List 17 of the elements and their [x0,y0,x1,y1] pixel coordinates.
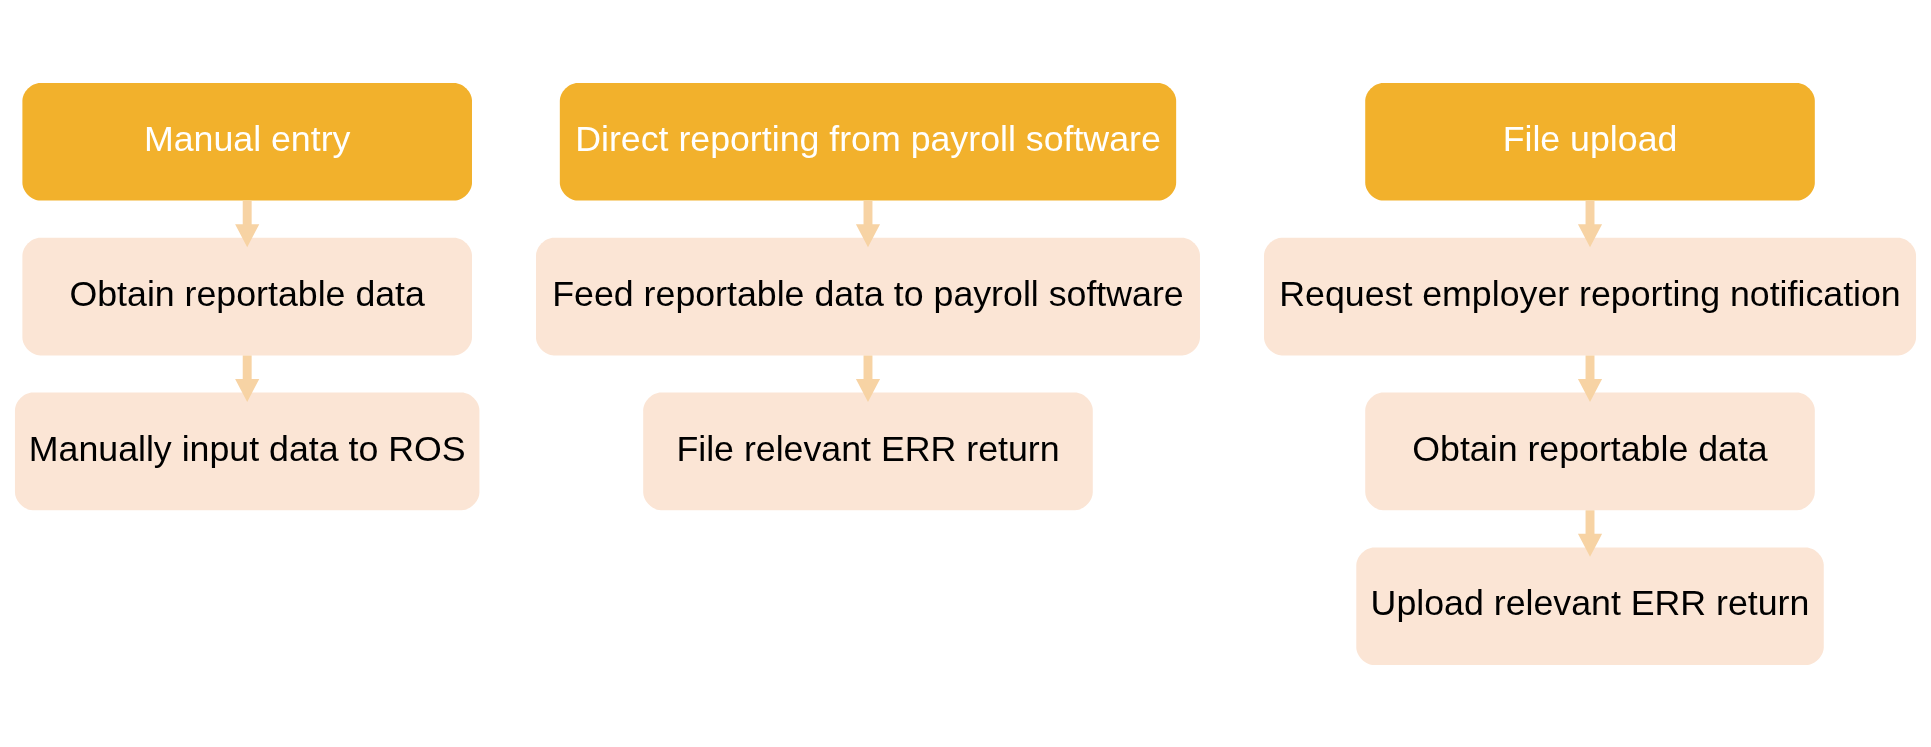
node-box: Manual entry [22,82,472,201]
arrow [1577,200,1603,247]
arrow [855,355,881,402]
arrow [235,355,260,402]
arrow [1577,355,1603,402]
node-box: Direct reporting from payroll software [559,82,1177,201]
arrow [235,200,260,247]
node-box: Obtain reportable data [1365,392,1815,510]
node-box: File relevant ERR return [643,392,1093,510]
node-box: File upload [1365,82,1815,201]
arrow [855,200,881,247]
node-box: Manually input data to ROS [14,392,480,510]
arrow [1577,509,1603,557]
node-box: Obtain reportable data [22,237,472,355]
node-box: Feed reportable data to payroll software [536,237,1200,355]
node-box: Upload relevant ERR return [1356,546,1824,665]
node-box: Request employer reporting notification [1264,237,1917,355]
